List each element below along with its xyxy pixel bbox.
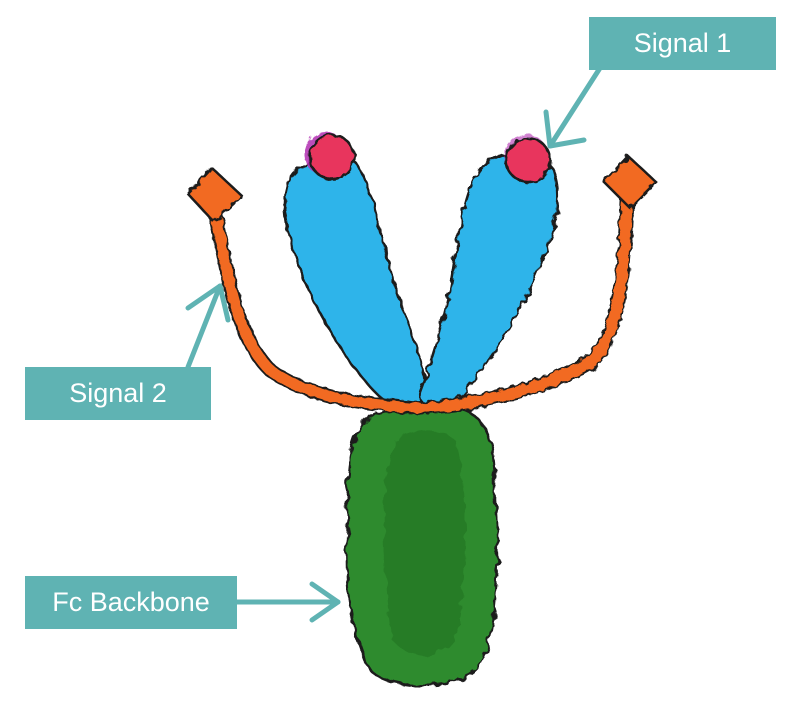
signal1-label: Signal 1 xyxy=(589,17,776,70)
right-linker-end xyxy=(602,154,658,210)
arrow-signal2 xyxy=(185,283,231,370)
right-arm-shape xyxy=(418,150,560,410)
right-ligand xyxy=(504,134,552,184)
signal2-label: Signal 2 xyxy=(25,367,211,420)
fc-backbone-label: Fc Backbone xyxy=(25,576,237,629)
arrow-signal1 xyxy=(543,65,603,149)
arrow-fc xyxy=(234,581,341,623)
fc-backbone-shape xyxy=(345,403,499,687)
linker-arc xyxy=(205,173,635,415)
left-ligand xyxy=(304,132,356,181)
left-linker-end xyxy=(186,166,244,224)
left-arm-shape xyxy=(283,152,428,408)
